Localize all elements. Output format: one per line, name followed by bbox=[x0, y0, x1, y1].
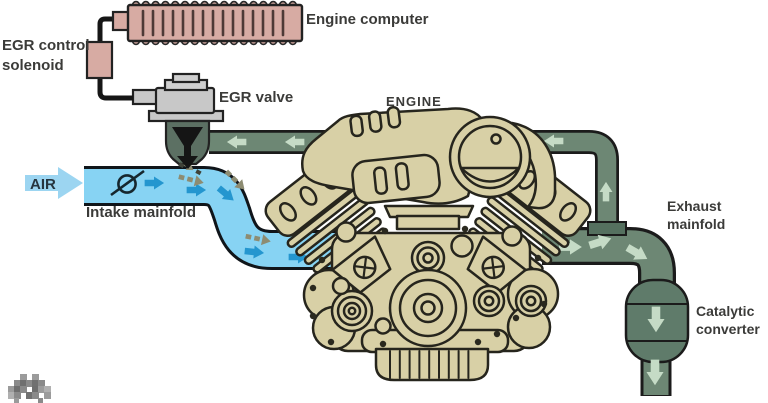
computer-ribs bbox=[141, 9, 285, 37]
watermark-artifact bbox=[8, 374, 51, 403]
throttle-valve-icon bbox=[110, 169, 145, 197]
oil-pan bbox=[374, 347, 490, 382]
egr-valve-poppet bbox=[172, 127, 203, 176]
egr-pipe bbox=[209, 130, 619, 227]
egr-valve-assembly bbox=[131, 72, 225, 176]
bolt-dots bbox=[309, 225, 548, 348]
engine-computer-module bbox=[111, 0, 304, 46]
right-bank-mount bbox=[466, 235, 527, 294]
engine-illustration bbox=[264, 106, 592, 382]
pipe-flange bbox=[587, 221, 627, 236]
egr-control-solenoid-body bbox=[85, 40, 114, 80]
intake-manifold-pipe bbox=[25, 155, 342, 270]
egr-valve-connector bbox=[131, 88, 160, 106]
intake-plenum bbox=[383, 204, 475, 231]
wiring bbox=[97, 16, 133, 101]
air-inlet-arrow bbox=[25, 167, 83, 199]
computer-connector bbox=[111, 10, 131, 32]
left-bank-mount bbox=[331, 235, 392, 294]
egr-valve-body bbox=[154, 86, 216, 115]
valve-cover bbox=[301, 106, 557, 210]
computer-body bbox=[126, 3, 304, 43]
pulleys bbox=[330, 221, 548, 348]
